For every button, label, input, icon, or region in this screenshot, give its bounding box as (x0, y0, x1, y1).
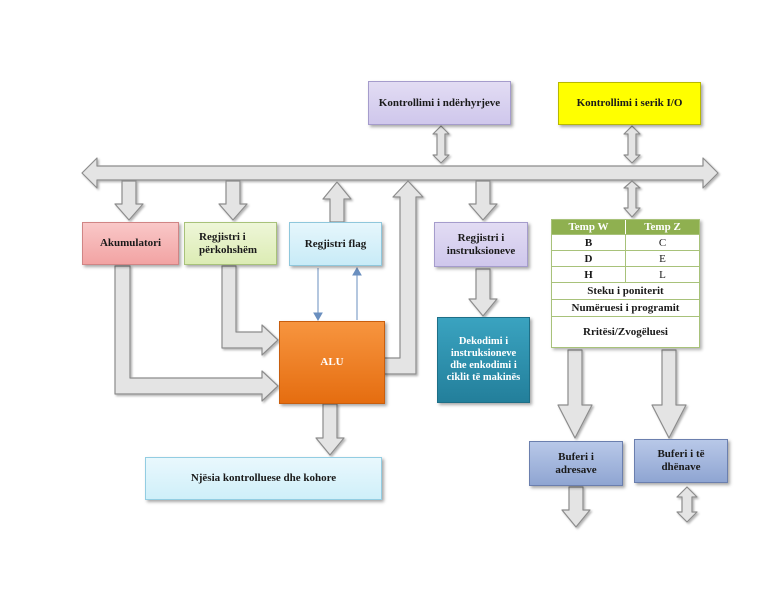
incrementer-decrementer-row: Rritësi/Zvogëluesi (552, 317, 699, 347)
alu-label: ALU (320, 356, 344, 369)
address-bus-out-arrow (561, 486, 591, 528)
instruction-to-decoder-arrow (468, 268, 498, 317)
alu-to-bus-arrow (383, 180, 424, 375)
program-counter-label: Numëruesi i programit (571, 302, 680, 314)
register-e: E (625, 251, 699, 266)
register-array-header: Temp W Temp Z (552, 220, 699, 235)
interrupt-control-label: Kontrollimi i ndërhyrjeve (378, 96, 501, 109)
interrupt-control-block: Kontrollimi i ndërhyrjeve (368, 81, 511, 125)
data-buffer-block: Buferi i të dhënave (634, 439, 728, 483)
control-timing-unit-label: Njësia kontrolluese dhe kohore (190, 472, 337, 485)
data-bus-out-arrow (676, 486, 698, 523)
temp-register-to-alu-arrow (221, 265, 279, 356)
system-bus (81, 157, 719, 189)
stack-pointer-label: Steku i poniterit (587, 285, 664, 297)
alu-to-control-arrow (315, 403, 345, 456)
serial-io-control-label: Kontrollimi i serik I/O (576, 97, 683, 110)
temp-w-header: Temp W (568, 221, 609, 233)
serial-bus-link (623, 125, 641, 164)
to-data-buffer-arrow (651, 349, 687, 439)
instruction-register-block: Regjistri i instruksioneve (434, 222, 528, 267)
instruction-register-label: Regjistri i instruksioneve (446, 231, 516, 257)
address-buffer-label: Buferi i adresave (555, 450, 597, 476)
to-address-buffer-arrow (557, 349, 593, 439)
incrementer-decrementer-label: Rritësi/Zvogëluesi (583, 326, 668, 338)
address-buffer-block: Buferi i adresave (529, 441, 623, 486)
alu-block: ALU (279, 321, 385, 404)
accumulator-block: Akumulatori (82, 222, 179, 265)
bus-to-accumulator-arrow (114, 180, 144, 221)
program-counter-row: Numëruesi i programit (552, 300, 699, 317)
bus-to-temp-register-arrow (218, 180, 248, 221)
temp-z-header: Temp Z (625, 220, 699, 234)
serial-io-control-block: Kontrollimi i serik I/O (558, 82, 701, 125)
flag-to-bus-arrow (322, 181, 352, 223)
interrupt-bus-link (432, 125, 450, 164)
flag-register-block: Regjistri flag (289, 222, 382, 266)
register-array: Temp W Temp Z B C D E H L Steku i ponite… (551, 219, 700, 348)
instruction-decoder-block: Dekodimi i instruksioneve dhe enkodimi i… (437, 317, 530, 403)
register-b: B (584, 236, 593, 249)
bus-to-instruction-register-arrow (468, 180, 498, 221)
alu-to-flag-arrowhead (352, 266, 362, 276)
accumulator-to-alu-arrow (114, 265, 279, 402)
register-d: D (584, 252, 593, 265)
bus-to-register-array-arrow (623, 180, 641, 218)
temp-register-label: Regjistri i përkohshëm (199, 230, 258, 256)
data-buffer-label: Buferi i të dhënave (657, 448, 705, 473)
register-pair-hl: H L (552, 267, 699, 283)
flag-register-label: Regjistri flag (304, 237, 367, 250)
register-h: H (584, 268, 593, 281)
flag-to-alu-arrowhead (313, 312, 323, 322)
register-pair-bc: B C (552, 235, 699, 251)
stack-pointer-row: Steku i poniterit (552, 283, 699, 300)
accumulator-label: Akumulatori (99, 237, 162, 250)
register-c: C (625, 235, 699, 250)
control-timing-unit-block: Njësia kontrolluese dhe kohore (145, 457, 382, 500)
instruction-decoder-label: Dekodimi i instruksioneve dhe enkodimi i… (446, 335, 521, 384)
register-pair-de: D E (552, 251, 699, 267)
temp-register-block: Regjistri i përkohshëm (184, 222, 277, 265)
register-l: L (625, 267, 699, 282)
